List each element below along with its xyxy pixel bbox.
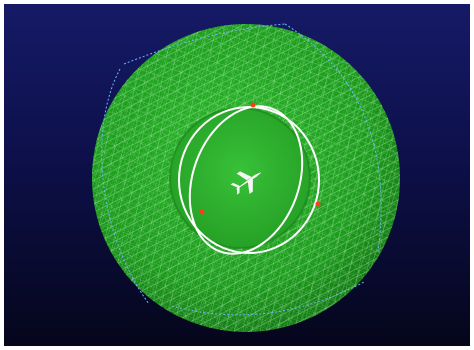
orbit-ring-wide xyxy=(178,106,320,254)
meridian-line-upper xyxy=(123,23,286,65)
orbit-rings xyxy=(178,105,320,255)
orbit-markers xyxy=(199,102,321,215)
aircraft-icon[interactable] xyxy=(227,162,267,199)
meridian-lines xyxy=(101,23,382,316)
marker-left xyxy=(199,209,205,215)
marker-top xyxy=(250,102,256,108)
sphere-visualization xyxy=(92,23,400,332)
meridian-line-lower xyxy=(171,281,365,316)
3d-viewport[interactable] xyxy=(4,4,470,346)
meridian-line-right xyxy=(284,23,382,253)
marker-right xyxy=(315,201,321,207)
meridian-line-left xyxy=(101,68,150,305)
orbit-ring-tilted xyxy=(188,105,304,255)
